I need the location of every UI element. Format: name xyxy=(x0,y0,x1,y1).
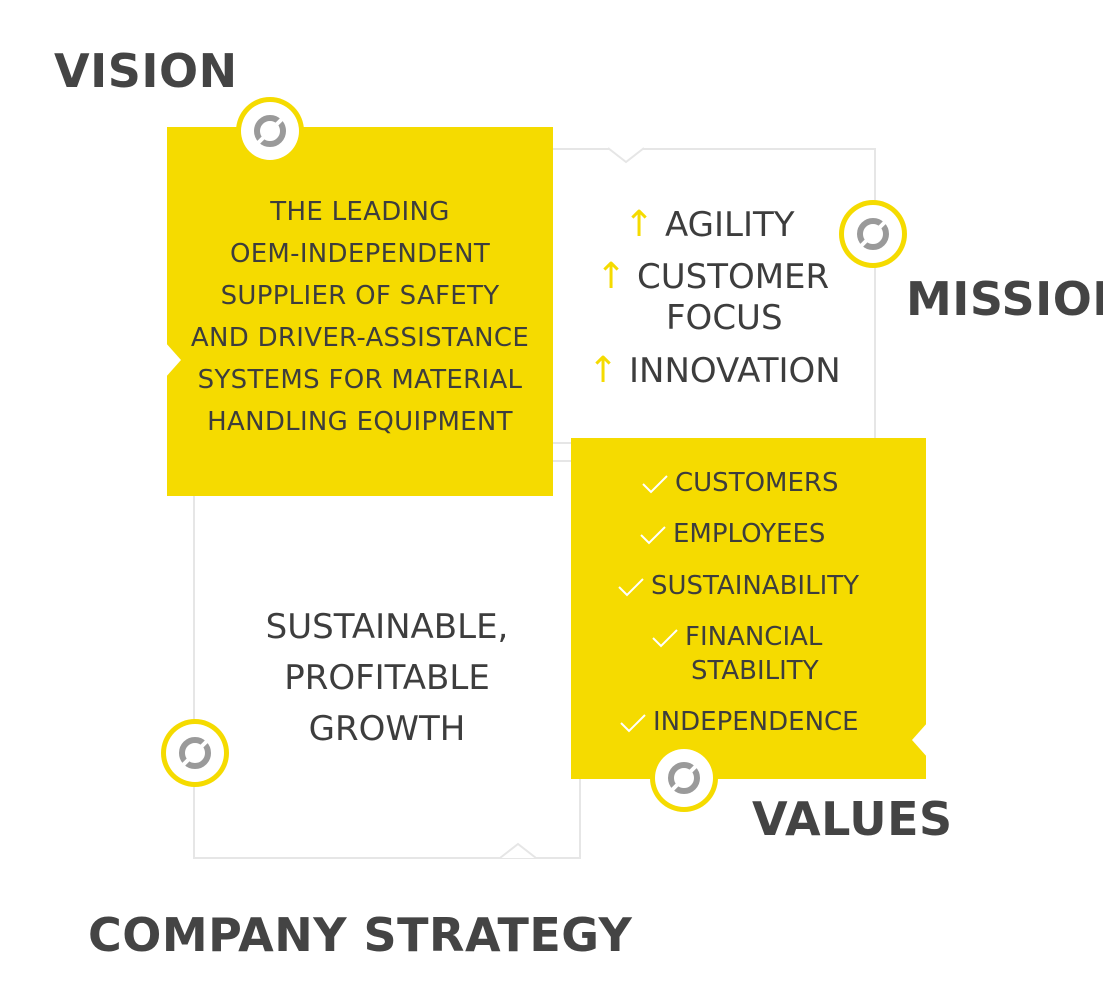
values-item-label: EMPLOYEES xyxy=(673,519,826,549)
vision-line: SUPPLIER OF SAFETY xyxy=(220,281,500,311)
values-item-employees: EMPLOYEES xyxy=(639,519,825,549)
vision-statement: THE LEADING OEM-INDEPENDENT SUPPLIER OF … xyxy=(167,191,553,443)
mission-item-innovation: ↑ INNOVATION xyxy=(588,350,841,391)
heading-mission: MISSION xyxy=(906,272,1103,326)
values-item-label: STABILITY xyxy=(691,656,819,686)
check-icon xyxy=(620,713,646,732)
check-icon xyxy=(640,525,666,544)
strategy-notch xyxy=(500,842,536,859)
vision-line: SYSTEMS FOR MATERIAL xyxy=(197,365,523,395)
strategy-statement: SUSTAINABLE, PROFITABLE GROWTH xyxy=(193,602,581,755)
mission-item-label: INNOVATION xyxy=(628,351,841,391)
heading-values: VALUES xyxy=(752,792,953,846)
strategy-line: GROWTH xyxy=(308,709,466,749)
strategy-line: PROFITABLE xyxy=(284,658,490,698)
logo-badge-icon xyxy=(236,97,304,165)
values-item-customers: CUSTOMERS xyxy=(641,468,838,498)
vision-notch xyxy=(165,342,181,378)
check-icon xyxy=(652,628,678,647)
values-notch xyxy=(912,722,928,758)
values-item-label: SUSTAINABILITY xyxy=(651,571,860,601)
up-arrow-icon: ↑ xyxy=(624,204,655,245)
logo-badge-icon xyxy=(839,200,907,268)
heading-vision: VISION xyxy=(54,44,238,98)
check-icon xyxy=(618,577,644,596)
values-item-label: FINANCIAL xyxy=(685,622,823,652)
values-item-financial-stability: FINANCIAL xyxy=(651,622,822,652)
check-icon xyxy=(642,474,668,493)
vision-line: THE LEADING xyxy=(270,197,450,227)
mission-item-customer-focus: ↑ CUSTOMER xyxy=(596,256,829,297)
values-box xyxy=(571,438,926,779)
values-item-independence: INDEPENDENCE xyxy=(619,707,859,737)
vision-line: AND DRIVER-ASSISTANCE xyxy=(190,323,530,353)
logo-badge-icon xyxy=(650,744,718,812)
logo-badge-icon xyxy=(161,719,229,787)
mission-box xyxy=(548,148,876,444)
mission-item-label: FOCUS xyxy=(666,298,783,338)
values-item-label: CUSTOMERS xyxy=(675,468,839,498)
vision-box xyxy=(167,127,553,496)
mission-item-label: CUSTOMER xyxy=(636,257,830,297)
vision-line: HANDLING EQUIPMENT xyxy=(207,407,513,437)
values-item-sustainability: SUSTAINABILITY xyxy=(617,571,859,601)
heading-company-strategy: COMPANY STRATEGY xyxy=(88,908,633,962)
mission-notch xyxy=(608,147,644,164)
mission-item-label: AGILITY xyxy=(664,205,795,245)
strategy-box xyxy=(193,460,581,859)
mission-item-agility: ↑ AGILITY xyxy=(624,204,795,245)
up-arrow-icon: ↑ xyxy=(588,350,619,391)
values-item-label: INDEPENDENCE xyxy=(653,707,859,737)
strategy-line: SUSTAINABLE, xyxy=(265,607,509,647)
values-item-stability-line: STABILITY xyxy=(691,656,819,686)
mission-item-focus-line: FOCUS xyxy=(666,298,783,338)
up-arrow-icon: ↑ xyxy=(596,256,627,297)
vision-line: OEM-INDEPENDENT xyxy=(229,239,491,269)
